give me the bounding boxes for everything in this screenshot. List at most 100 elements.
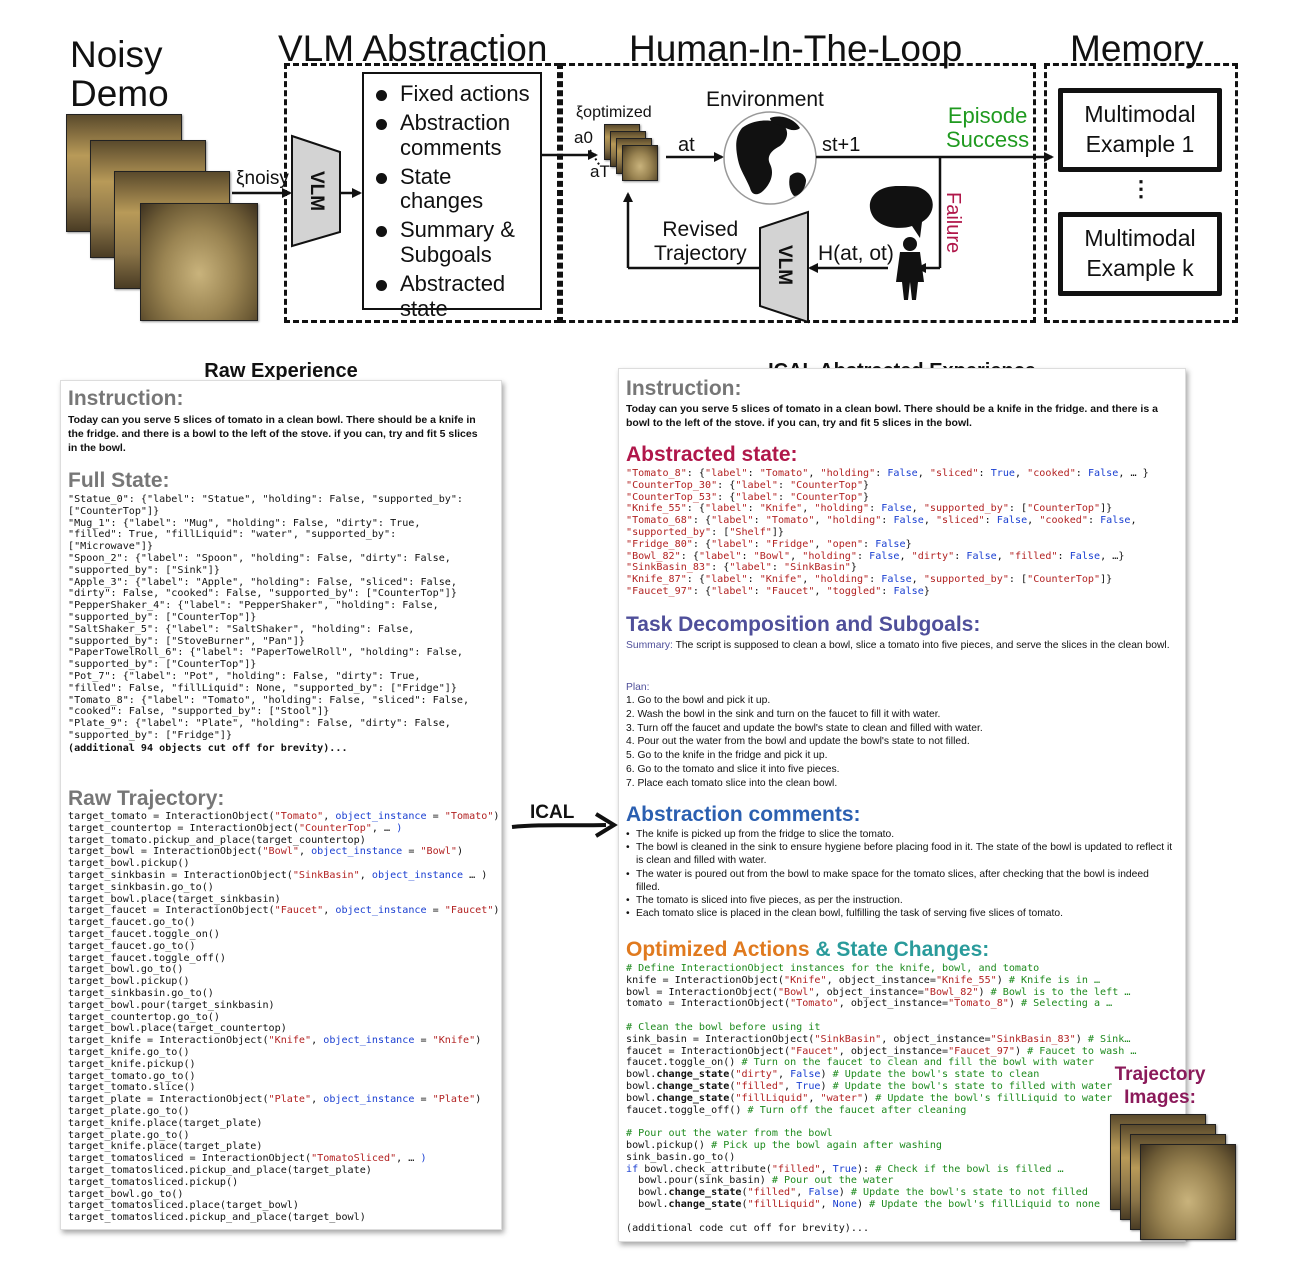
summary-label: Summary:: [626, 640, 673, 651]
trajectory-line: target_tomatosliced.place(target_bowl): [68, 1200, 299, 1212]
full-state-line: "Plate_9": {"label": "Plate", "holding":…: [68, 718, 451, 730]
memory-example-k-label: Multimodal Example k: [1084, 225, 1196, 281]
diagram-connectors: [232, 111, 1054, 324]
abstracted-state-line: "supported_by": ["Shelf"]}: [626, 526, 785, 538]
full-state-line: "Apple_3": {"label": "Apple", "holding":…: [68, 576, 457, 588]
raw-experience-title: Raw Experience: [204, 360, 358, 382]
abstraction-item: Abstraction comments: [372, 110, 534, 161]
trajectory-line: target_faucet.go_to(): [68, 940, 196, 952]
optimized-code-line: (additional code cut off for brevity)...: [626, 1222, 870, 1234]
full-state-line: "Tomato_8": {"label": "Tomato", "holding…: [68, 694, 470, 706]
optimized-code-line: bowl.pickup() # Pick up the bowl again a…: [626, 1139, 943, 1151]
abstracted-state-line: "Bowl_82": {"label": "Bowl", "holding": …: [626, 550, 1125, 562]
abstraction-comment: The knife is picked up from the fridge t…: [626, 828, 1174, 841]
abstracted-state-line: "Tomato_68": {"label": "Tomato", "holdin…: [626, 515, 1137, 527]
trajectory-line: target_tomato.pickup_and_place(target_co…: [68, 834, 366, 846]
optimized-code-line: bowl.change_state("filled", True) # Upda…: [626, 1080, 1113, 1092]
full-state-line: "PepperShaker_4": {"label": "PepperShake…: [68, 600, 439, 612]
abstraction-item: State changes: [372, 164, 534, 215]
optimized-code-line: bowl.change_state("fillLiquid", "water")…: [626, 1092, 1113, 1104]
vlm-label-1: VLM: [306, 170, 327, 212]
optimized-code-line: [626, 1116, 1137, 1128]
raw-instruction-text: Today can you serve 5 slices of tomato i…: [68, 414, 478, 455]
ical-arrow-label: ICAL: [530, 802, 575, 823]
plan-step: 4. Pour out the water from the bowl and …: [626, 736, 970, 748]
trajectory-line: target_knife.pickup(): [68, 1058, 196, 1070]
trajectory-line: target_tomato.slice(): [68, 1082, 196, 1094]
optimized-code-line: faucet = InteractionObject("Faucet", obj…: [626, 1045, 1137, 1057]
full-state-line: "cooked": False, "supported_by": ["Stool…: [68, 706, 330, 718]
at-label: at: [678, 134, 695, 156]
optimized-code-line: faucet.toggle_off() # Turn off the fauce…: [626, 1104, 967, 1116]
trajectory-line: target_tomatosliced.pickup(): [68, 1176, 239, 1188]
st1-label: st+1: [822, 134, 861, 156]
abstraction-comment: The bowl is cleaned in the sink to ensur…: [626, 841, 1174, 867]
environment-label: Environment: [706, 88, 824, 111]
abstracted-state-line: "Knife_87": {"label": "Knife", "holding"…: [626, 574, 1113, 586]
memory-box: [1044, 63, 1238, 323]
abstraction-list: Fixed actions Abstraction comments State…: [372, 81, 534, 322]
trajectory-line: target_faucet = InteractionObject("Fauce…: [68, 905, 500, 917]
a0-label: a0: [574, 128, 593, 147]
abstraction-item: Fixed actions: [372, 81, 534, 107]
optimized-code-line: tomato = InteractionObject("Tomato", obj…: [626, 998, 1113, 1010]
trajectory-line: target_bowl.place(target_sinkbasin): [68, 893, 281, 905]
full-state-line: "Statue_0": {"label": "Statue", "holding…: [68, 494, 464, 505]
hitl-title: Human-In-The-Loop: [629, 28, 963, 69]
full-state-line: "Spoon_2": {"label": "Spoon", "holding":…: [68, 552, 451, 564]
memory-title: Memory: [1070, 28, 1204, 69]
optimized-code-line: knife = InteractionObject("Knife", objec…: [626, 974, 1101, 986]
full-state-line: "filled": True, "fillLiquid": "water", "…: [68, 529, 397, 541]
abstracted-state-line: "Knife_55": {"label": "Knife", "holding"…: [626, 503, 1113, 515]
trajectory-line: target_bowl.pickup(): [68, 976, 190, 988]
full-state-line: "Mug_1": {"label": "Mug", "holding": Fal…: [68, 517, 421, 529]
state-changes-part: & State Changes:: [809, 938, 990, 961]
raw-trajectory-heading: Raw Trajectory:: [68, 787, 225, 810]
optimized-code-line: bowl.pour(sink_basin) # Pour out the wat…: [626, 1175, 894, 1187]
ical-instruction-text: Today can you serve 5 slices of tomato i…: [626, 403, 1158, 430]
optimized-code-line: bowl.change_state("fillLiquid", None) # …: [626, 1198, 1101, 1210]
full-state-line: "SaltShaker_5": {"label": "SaltShaker", …: [68, 623, 415, 635]
trajectory-line: target_knife.place(target_plate): [68, 1117, 263, 1129]
vlm-trapezoid-2: [759, 210, 809, 324]
vlm-abstraction-title: VLM Abstraction: [278, 28, 548, 69]
abstracted-state-line: "Faucet_97": {"label": "Faucet", "toggle…: [626, 585, 930, 597]
memory-dots: ⋮: [1130, 176, 1152, 201]
vlm-label-2: VLM: [774, 244, 795, 286]
trajectory-line: target_faucet.go_to(): [68, 917, 196, 929]
xi-optimized-label: ξoptimized: [576, 104, 652, 121]
abstraction-comments-heading: Abstraction comments:: [626, 803, 861, 826]
optimized-frame-4: [622, 145, 658, 181]
vlm-trapezoid-1: [291, 134, 341, 248]
raw-trajectory-code: target_tomato = InteractionObject("Tomat…: [68, 811, 500, 1224]
trajectory-line: target_plate.go_to(): [68, 1129, 190, 1141]
optimized-code-line: bowl = InteractionObject("Bowl", object_…: [626, 986, 1131, 998]
optimized-code-line: sink_basin.go_to(): [626, 1151, 736, 1163]
full-state-line: "supported_by": ["StoveBurner", "Pan"]}: [68, 635, 306, 647]
hitl-box: [560, 63, 1036, 323]
trajectory-line: target_tomatosliced.pickup_and_place(tar…: [68, 1164, 372, 1176]
abstraction-item: Summary & Subgoals: [372, 217, 534, 268]
trajectory-line: target_faucet.toggle_on(): [68, 928, 220, 940]
optimized-code-line: bowl.change_state("filled", False) # Upd…: [626, 1187, 1088, 1199]
trajectory-line: target_sinkbasin.go_to(): [68, 987, 214, 999]
a0-aT-dots: [589, 149, 601, 167]
trajectory-line: target_countertop.go_to(): [68, 1011, 220, 1023]
abstracted-state-line: "CounterTop_53": {"label": "CounterTop"}: [626, 491, 870, 503]
trajectory-line: target_bowl.place(target_countertop): [68, 1023, 287, 1035]
episode-success-label: Episode Success: [946, 103, 1030, 153]
h-label: H(at, ot): [818, 242, 894, 265]
abstraction-item: Abstracted state: [372, 271, 534, 322]
abstracted-state-line: "SinkBasin_83": {"label": "SinkBasin"}: [626, 562, 857, 574]
optimized-code-line: faucet.toggle_on() # Turn on the faucet …: [626, 1057, 1094, 1069]
globe-icon: [723, 111, 817, 205]
abstraction-list-box: Fixed actions Abstraction comments State…: [362, 72, 542, 321]
optimized-code-line: # Pour out the water from the bowl: [626, 1128, 833, 1140]
full-state-line: "dirty": False, "cooked": False, "suppor…: [68, 588, 457, 600]
trajectory-line: target_tomatosliced = InteractionObject(…: [68, 1153, 427, 1165]
optimized-code-line: # Clean the bowl before using it: [626, 1021, 821, 1033]
ical-instruction-heading: Instruction:: [626, 377, 742, 400]
abstracted-state-line: "Fridge_80": {"label": "Fridge", "open":…: [626, 538, 912, 550]
human-figure-icon: [896, 237, 924, 300]
task-decomposition-heading: Task Decomposition and Subgoals:: [626, 613, 981, 636]
